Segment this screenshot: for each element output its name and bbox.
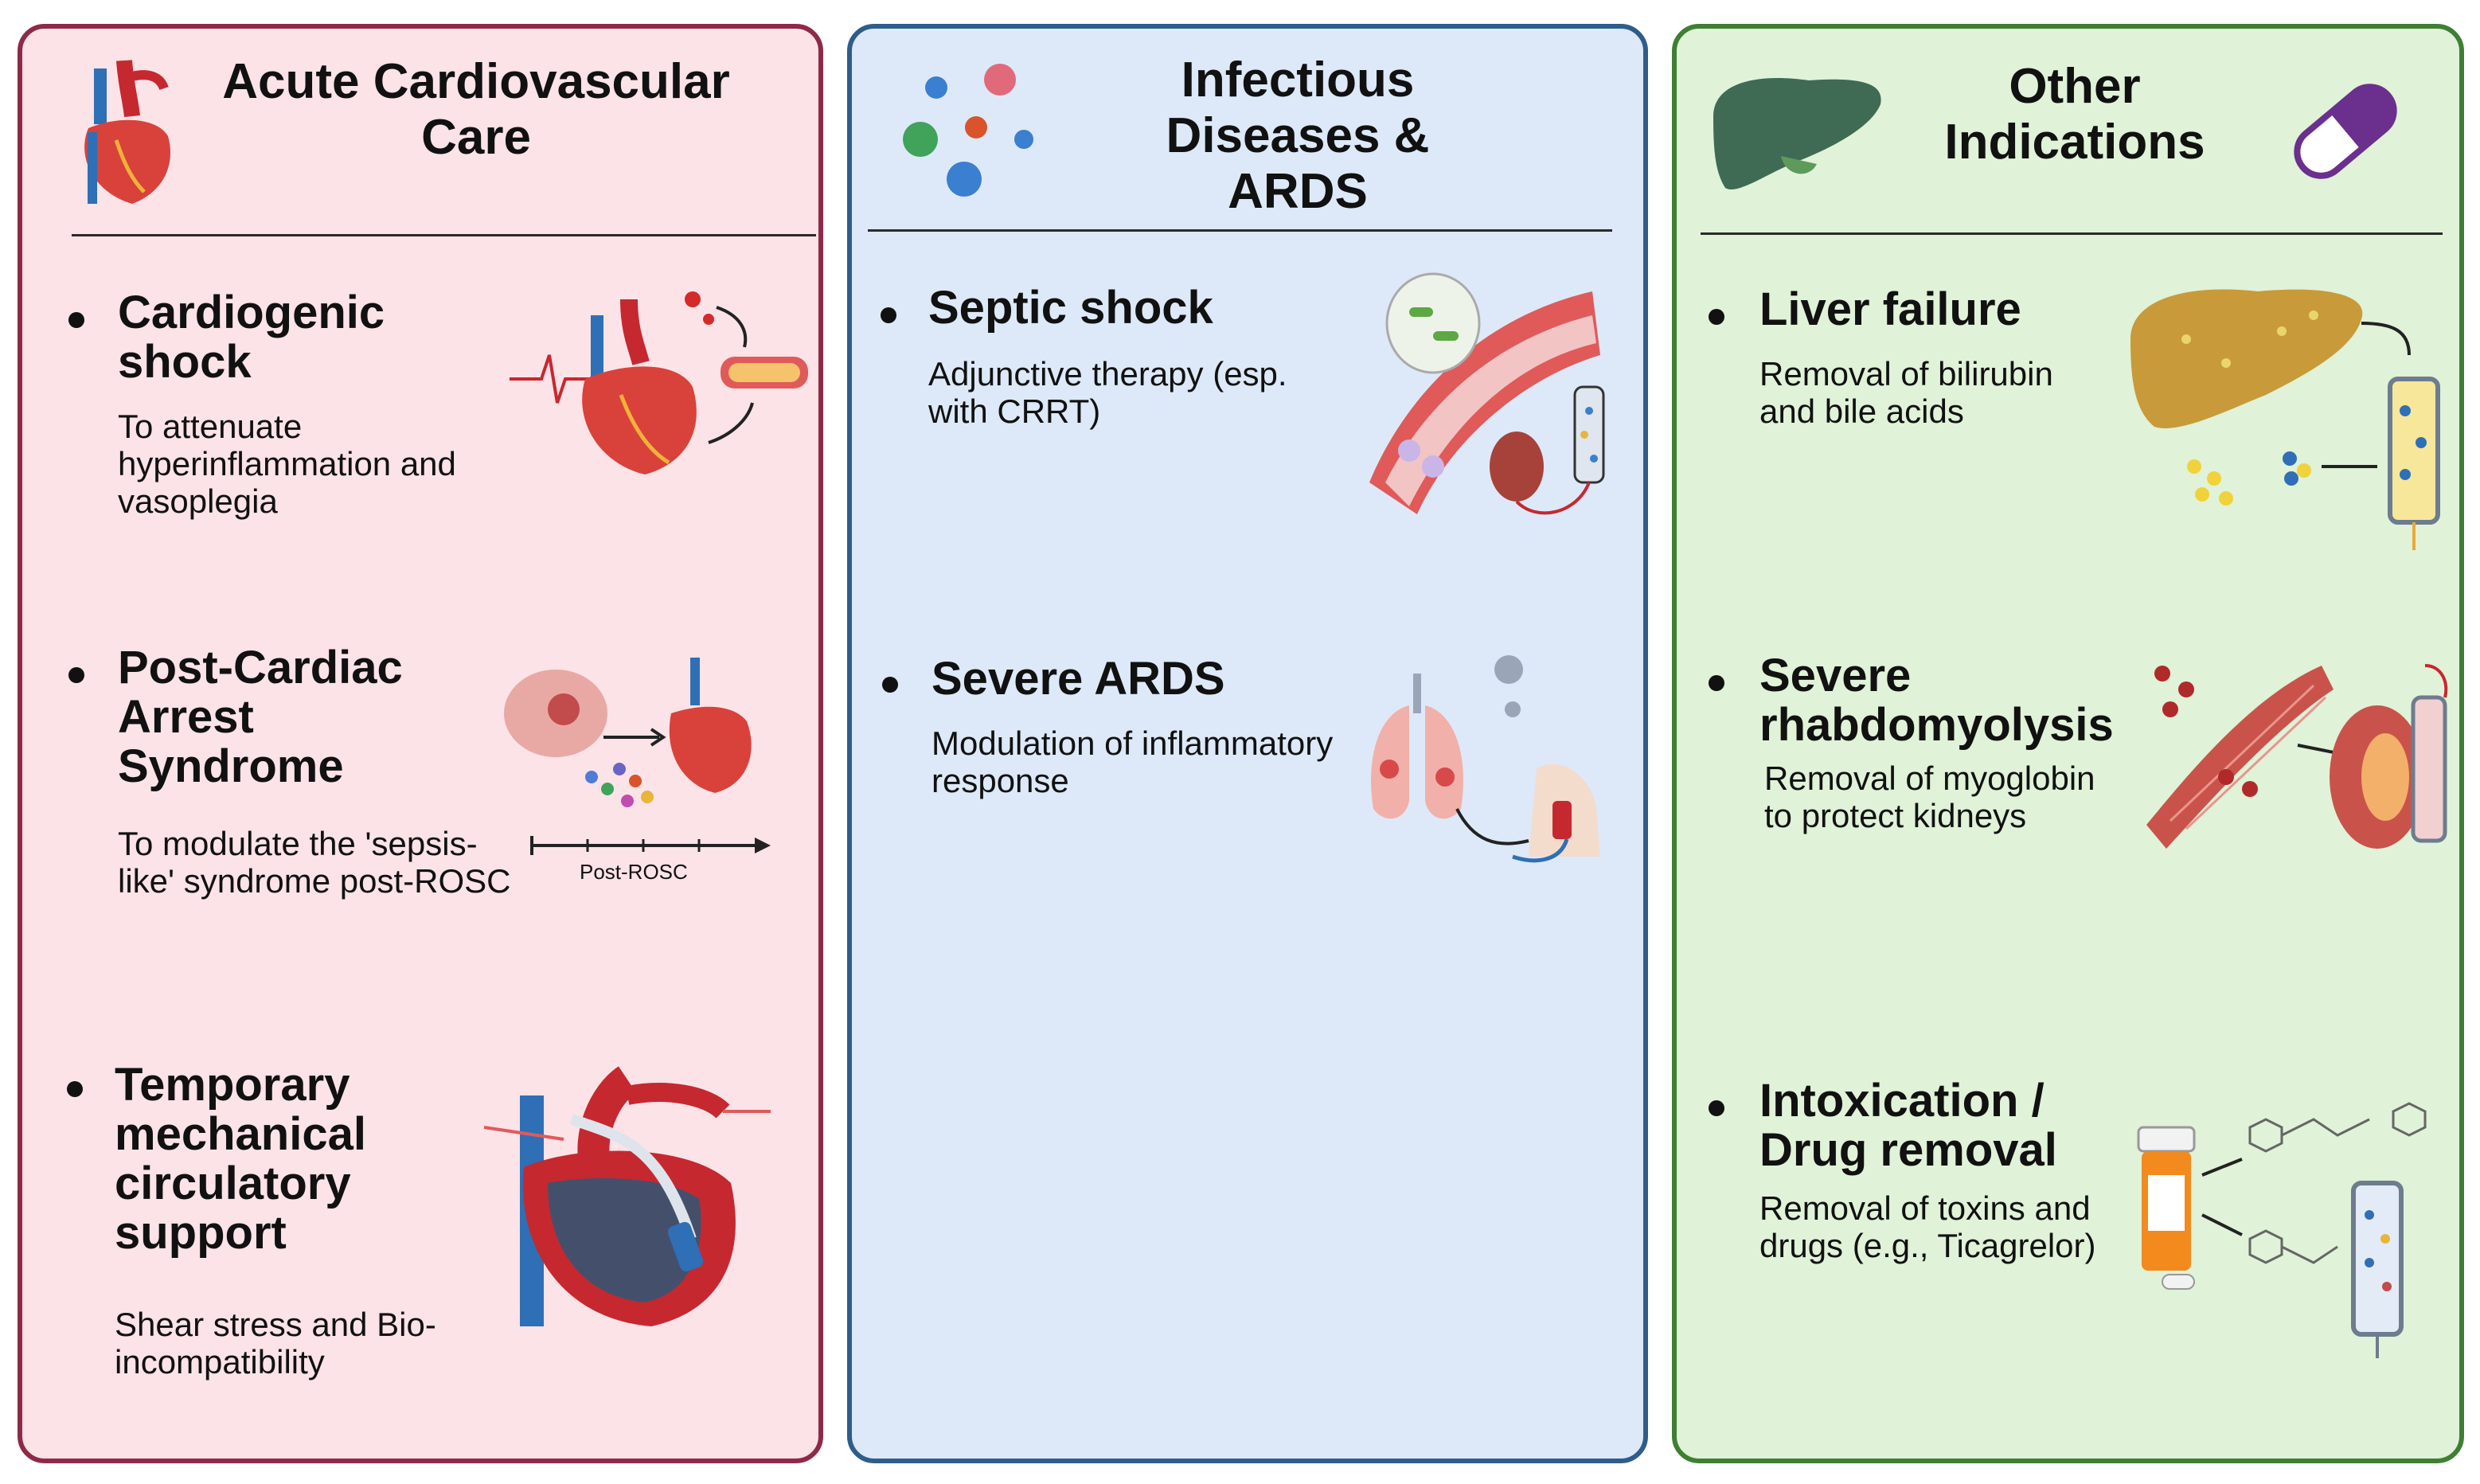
item-heading: Temporary mechanical circulatory support	[115, 1059, 366, 1259]
capsule-icon	[2294, 84, 2397, 179]
bullet	[1709, 675, 1724, 691]
muscle-kidney-illustration	[2146, 664, 2448, 849]
liver-icon	[1713, 78, 1881, 189]
item-description: Modulation of inflammatory response	[931, 724, 1334, 799]
panel-infectious-diseases-ards: Infectious Diseases & ARDS Septic shock …	[847, 24, 1648, 1463]
item-heading: Post-Cardiac Arrest Syndrome	[118, 642, 403, 792]
timeline-label: Post-ROSC	[580, 860, 688, 884]
drug-filter-illustration	[2137, 1102, 2427, 1358]
lungs-ecmo-illustration	[1371, 655, 1600, 863]
item-heading: Intoxication / Drug removal	[1759, 1075, 2057, 1176]
item-description: To attenuate hyperinflammation and vasop…	[118, 408, 456, 520]
brain-heart-illustration	[504, 658, 771, 855]
item-description: To modulate the 'sepsis-like' syndrome p…	[118, 825, 511, 900]
bullet	[882, 677, 898, 693]
item-heading: Liver failure	[1759, 283, 2021, 335]
item-description: Adjunctive therapy (esp. with CRRT)	[928, 355, 1287, 430]
item-description: Removal of myoglobin to protect kidneys	[1764, 760, 2095, 834]
bullet	[67, 1081, 83, 1097]
liver-filter-illustration	[2130, 289, 2440, 550]
divider	[72, 234, 816, 236]
panel-other-indications: Other Indications Liver failure Removal …	[1672, 24, 2464, 1463]
item-heading: Severe rhabdomyolysis	[1759, 650, 2114, 751]
bullet	[68, 312, 84, 328]
divider	[868, 229, 1612, 232]
vessel-kidney-filter-illustration	[1369, 272, 1605, 515]
virus-cluster-icon	[903, 64, 1033, 197]
heart-inflammation-illustration	[510, 291, 808, 474]
heart-icon	[84, 60, 170, 204]
panel-title: Other Indications	[1944, 59, 2205, 170]
item-description: Shear stress and Bio-incompatibility	[115, 1306, 436, 1381]
item-heading: Cardiogenic shock	[118, 287, 385, 388]
panel-acute-cardiovascular-care: Acute Cardiovascular Care Cardiogenic sh…	[18, 24, 823, 1463]
bullet	[1709, 1100, 1724, 1116]
bullet	[68, 667, 84, 683]
item-heading: Severe ARDS	[931, 653, 1225, 705]
item-description: Removal of bilirubin and bile acids	[1759, 355, 2053, 430]
item-heading: Septic shock	[928, 282, 1213, 334]
bullet	[881, 307, 896, 323]
bullet	[1709, 309, 1724, 325]
panel-title: Infectious Diseases & ARDS	[1166, 53, 1430, 219]
panel-title: Acute Cardiovascular Care	[222, 54, 730, 165]
item-description: Removal of toxins and drugs (e.g., Ticag…	[1759, 1189, 2096, 1264]
divider	[1701, 232, 2443, 235]
heart-pump-illustration	[483, 1066, 771, 1326]
